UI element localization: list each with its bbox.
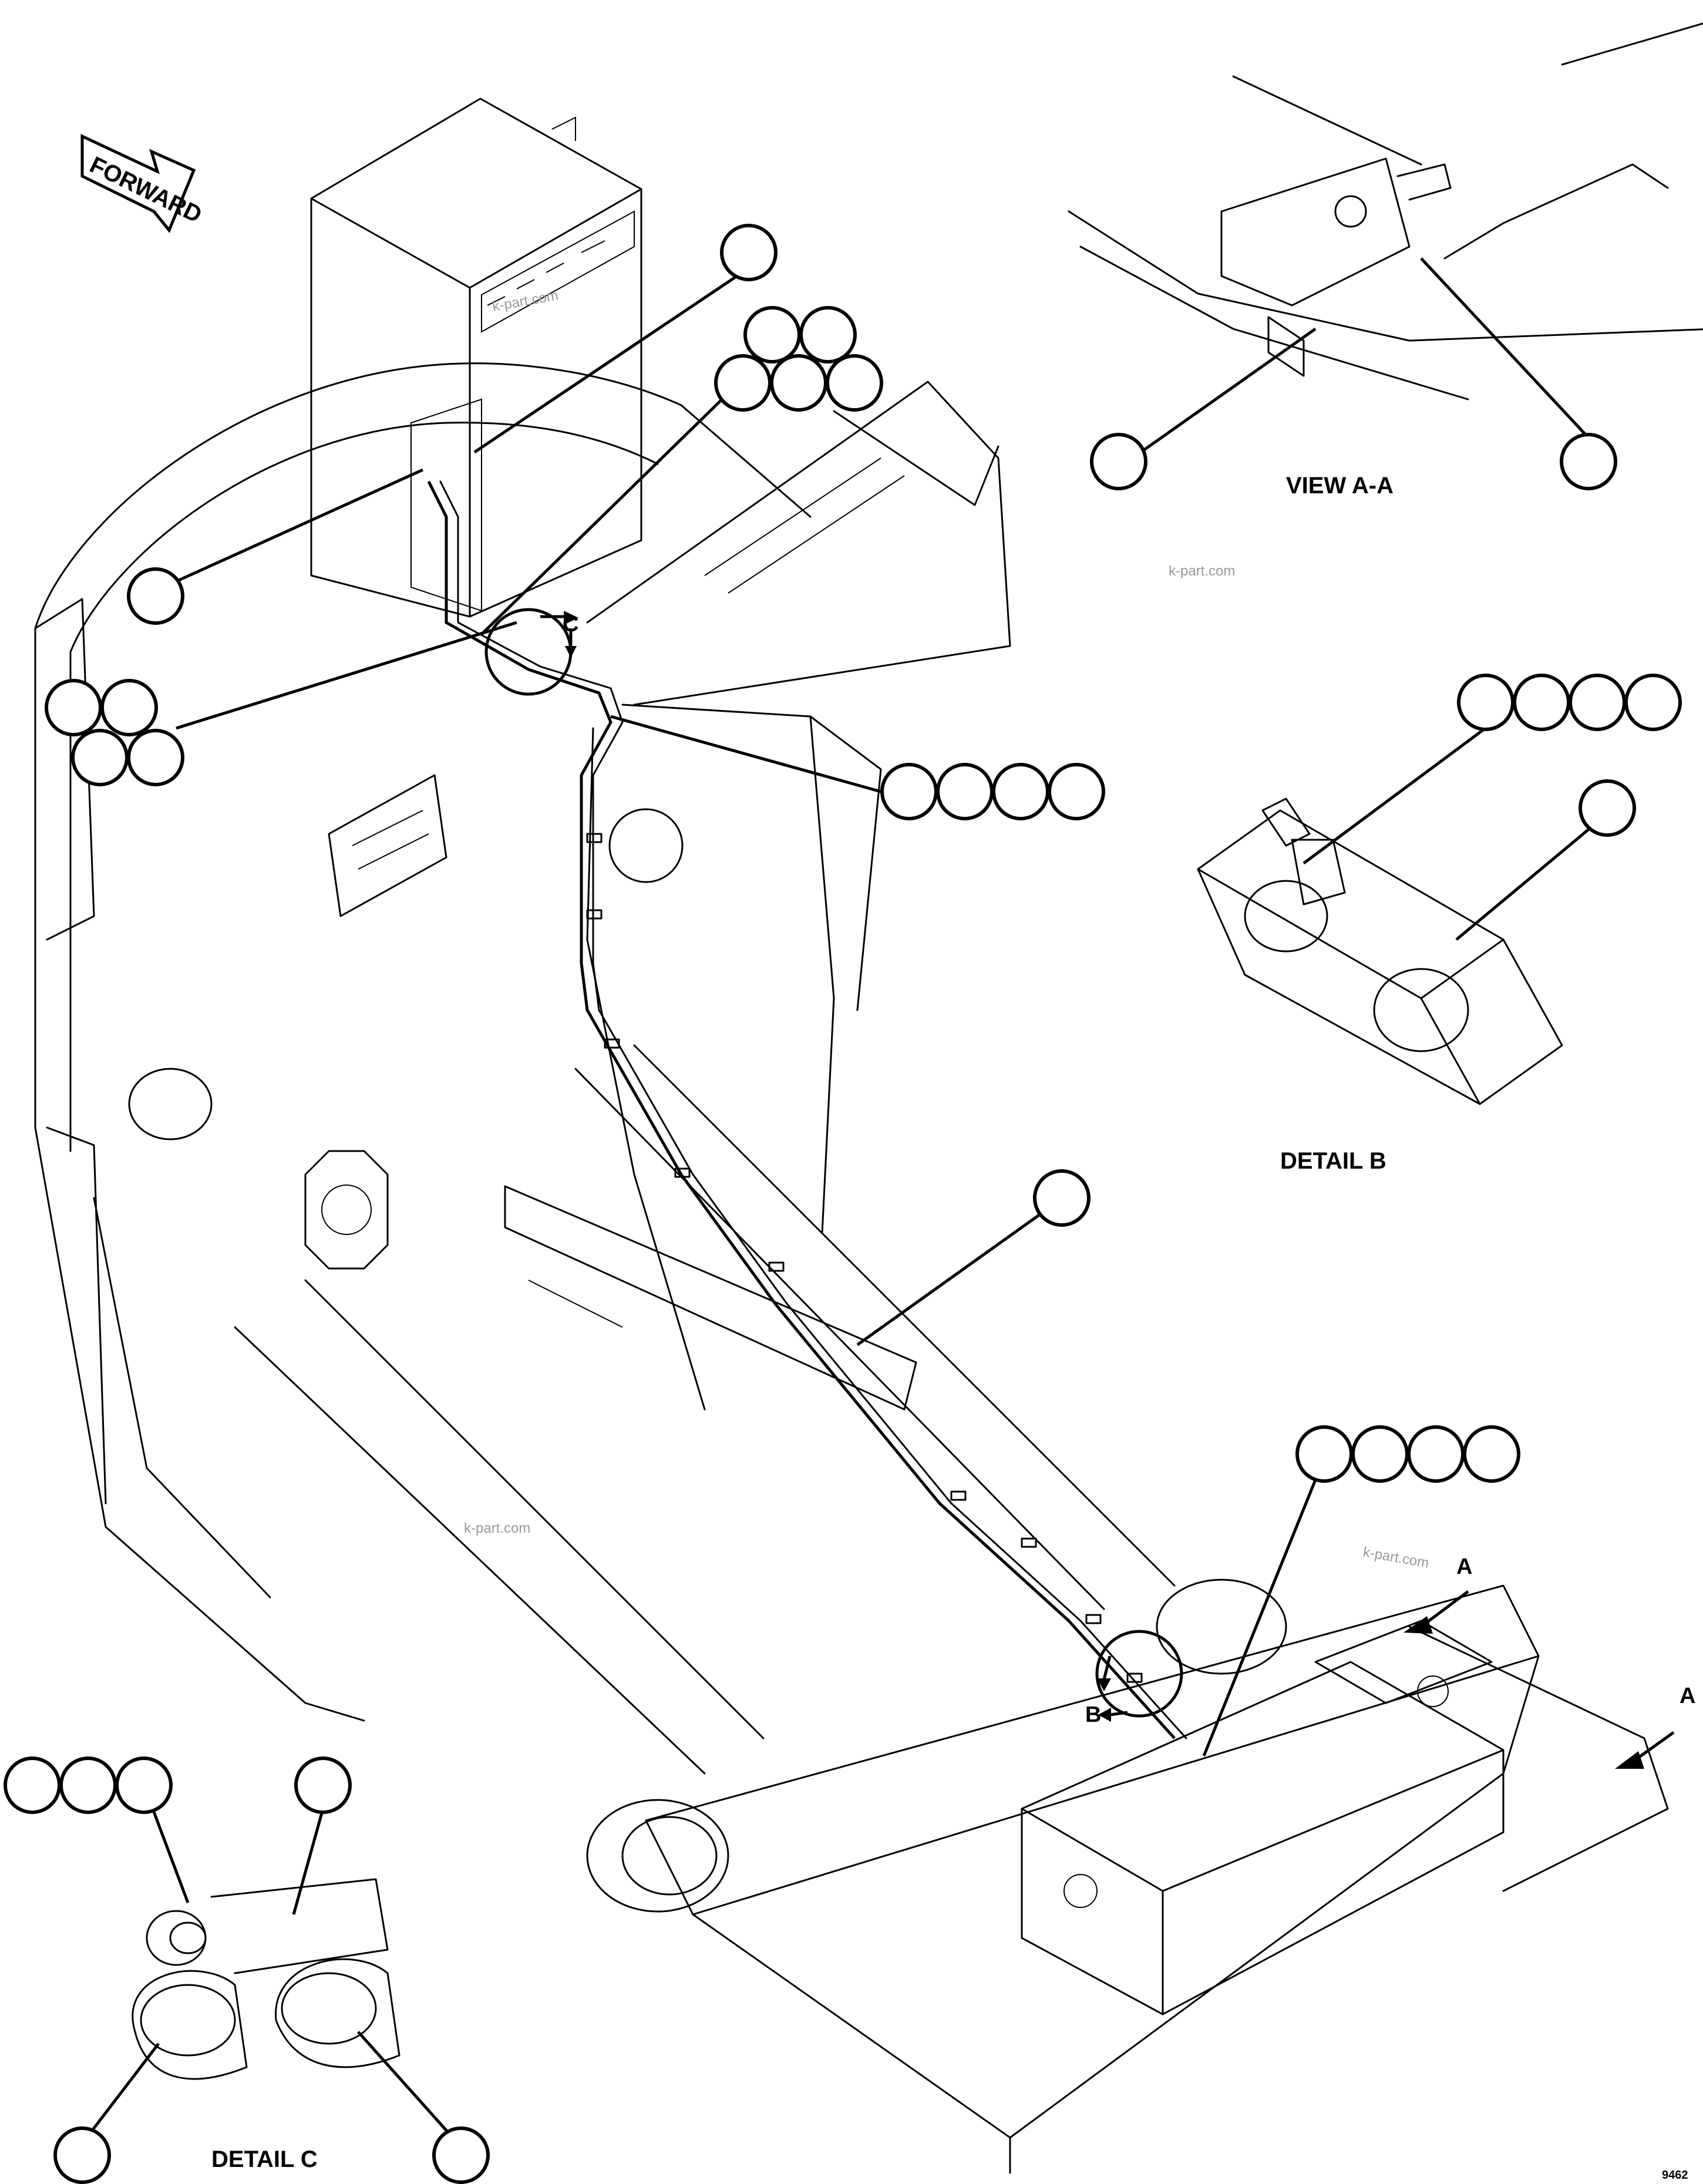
callout-balloon-icon xyxy=(799,306,857,364)
control-box xyxy=(310,97,642,618)
callout-balloon-icon xyxy=(770,354,827,412)
callout-balloon-icon xyxy=(826,354,883,412)
watermark: k-part.com xyxy=(1169,563,1235,579)
callout-balloon-icon xyxy=(743,306,801,364)
watermark: k-part.com xyxy=(491,288,559,315)
callout-balloon-icon xyxy=(936,763,994,820)
callout-balloon-icon xyxy=(4,1756,61,1814)
callout-balloon-icon xyxy=(1560,433,1617,490)
marker-a-2: A xyxy=(1680,1684,1695,1708)
callout-balloon-icon xyxy=(1579,779,1636,837)
callout-balloon-icon xyxy=(1457,674,1514,731)
callout-balloon-icon xyxy=(880,763,938,820)
callout-balloon-icon xyxy=(1090,433,1147,490)
loader-frame xyxy=(34,362,1540,2174)
callout-balloon-icon xyxy=(59,1756,117,1814)
callout-balloon-icon xyxy=(1513,674,1570,731)
drawing-code: 9462 xyxy=(1662,2169,1688,2182)
callout-balloon-icon xyxy=(100,679,158,736)
forward-arrow-icon: FORWARD xyxy=(80,134,206,233)
callout-balloon-icon xyxy=(714,354,772,412)
watermark: k-part.com xyxy=(1362,1544,1430,1571)
detail-c-callout: C xyxy=(484,608,578,696)
callout-balloon-icon xyxy=(1351,1425,1409,1483)
callout-balloon-icon xyxy=(127,729,184,786)
detail-b-label: DETAIL B xyxy=(1280,1148,1386,1174)
view-aa: VIEW A-A xyxy=(1068,22,1703,499)
callout-balloon-icon xyxy=(71,729,129,786)
callout-balloon-icon xyxy=(1048,763,1105,820)
callout-balloon-icon xyxy=(45,679,102,736)
detail-b-callout: B xyxy=(1085,1630,1183,1727)
watermark: k-part.com xyxy=(464,1520,530,1536)
callout-balloon-icon xyxy=(127,567,184,625)
splined-hub xyxy=(304,1150,389,1270)
callout-balloon-icon xyxy=(294,1756,352,1814)
callout-balloon-icon xyxy=(1569,674,1626,731)
watermarks: k-part.com k-part.com k-part.com k-part.… xyxy=(464,288,1430,1571)
hose-line xyxy=(427,480,1187,1739)
callout-balloon-icon xyxy=(1463,1425,1520,1483)
callout-balloon-icon xyxy=(1295,1425,1353,1483)
callout-balloon-icon xyxy=(992,763,1049,820)
callout-balloon-icon xyxy=(115,1756,173,1814)
detail-c: DETAIL C xyxy=(132,1878,400,2172)
marker-c: C xyxy=(563,612,578,637)
leader-lines xyxy=(81,257,1598,2145)
callout-balloons xyxy=(4,224,1682,2184)
detail-b: DETAIL B xyxy=(1197,797,1563,1174)
callout-balloon-icon xyxy=(432,2126,490,2184)
callout-balloon-icon xyxy=(53,2126,111,2184)
marker-a-1: A xyxy=(1456,1554,1472,1579)
callout-balloon-icon xyxy=(1407,1425,1465,1483)
callout-balloon-icon xyxy=(720,224,778,281)
marker-b: B xyxy=(1085,1702,1101,1727)
forward-label: FORWARD xyxy=(86,152,206,228)
view-aa-label: VIEW A-A xyxy=(1286,473,1394,499)
callout-balloon-icon xyxy=(1624,674,1682,731)
valve-housing: A A xyxy=(1021,1554,1695,2015)
detail-c-label: DETAIL C xyxy=(211,2146,318,2172)
callout-balloon-icon xyxy=(1033,1169,1091,1227)
